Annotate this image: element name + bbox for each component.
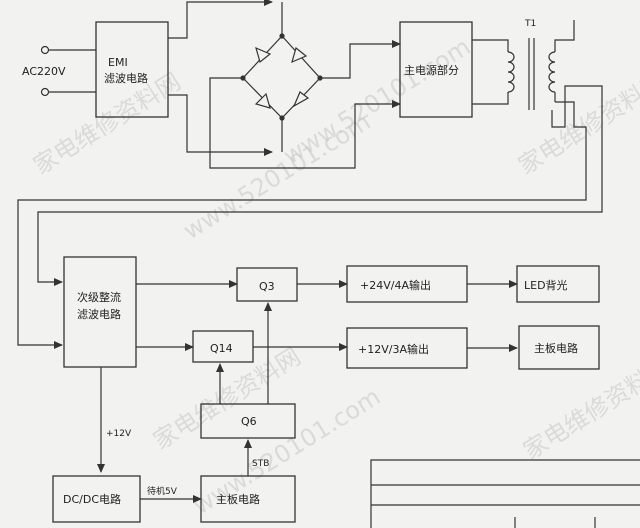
watermark-url: www.520101.com — [278, 33, 475, 171]
v12-label: +12V — [106, 429, 132, 439]
q6-box — [200, 403, 296, 439]
mainboard-2-label: 主板电路 — [216, 492, 260, 506]
secondary-rectifier-label: 滤波电路 — [77, 308, 121, 321]
q3-label: Q3 — [259, 280, 275, 293]
dcdc-label: DC/DC电路 — [63, 493, 121, 506]
bridge-rectifier — [240, 2, 323, 152]
q14-label: Q14 — [210, 342, 233, 355]
emi-filter-label: EMI — [108, 56, 128, 69]
cropped-lines — [370, 459, 640, 528]
led-backlight-label: LED背光 — [524, 278, 568, 292]
transformer-label: T1 — [524, 19, 536, 29]
standby-label: 待机5V — [147, 485, 178, 497]
q6-label: Q6 — [241, 415, 257, 428]
secondary-rectifier-label: 次级整流 — [77, 290, 121, 304]
stb-label: STB — [252, 459, 269, 469]
watermark-text: 家电维修资料网 — [513, 67, 640, 180]
main-power-label: 主电源部分 — [404, 63, 459, 77]
emi-filter-label: 滤波电路 — [104, 72, 148, 85]
ac-input: AC220V — [22, 45, 96, 97]
secondary-rectifier-box — [63, 256, 137, 368]
main-power-box — [399, 21, 473, 118]
out-12v-label: +12V/3A输出 — [358, 342, 429, 356]
watermark-group: 家电维修资料网 www.520101.com www.520101.com 家电… — [28, 33, 640, 521]
ac-input-label: AC220V — [22, 65, 66, 78]
emi-filter-box — [95, 21, 169, 118]
led-backlight-box — [516, 265, 600, 303]
mainboard-1-box — [518, 325, 600, 370]
transformer: T1 — [472, 19, 575, 110]
mainboard-1-label: 主板电路 — [534, 341, 578, 355]
out-24v-label: +24V/4A输出 — [360, 278, 431, 292]
